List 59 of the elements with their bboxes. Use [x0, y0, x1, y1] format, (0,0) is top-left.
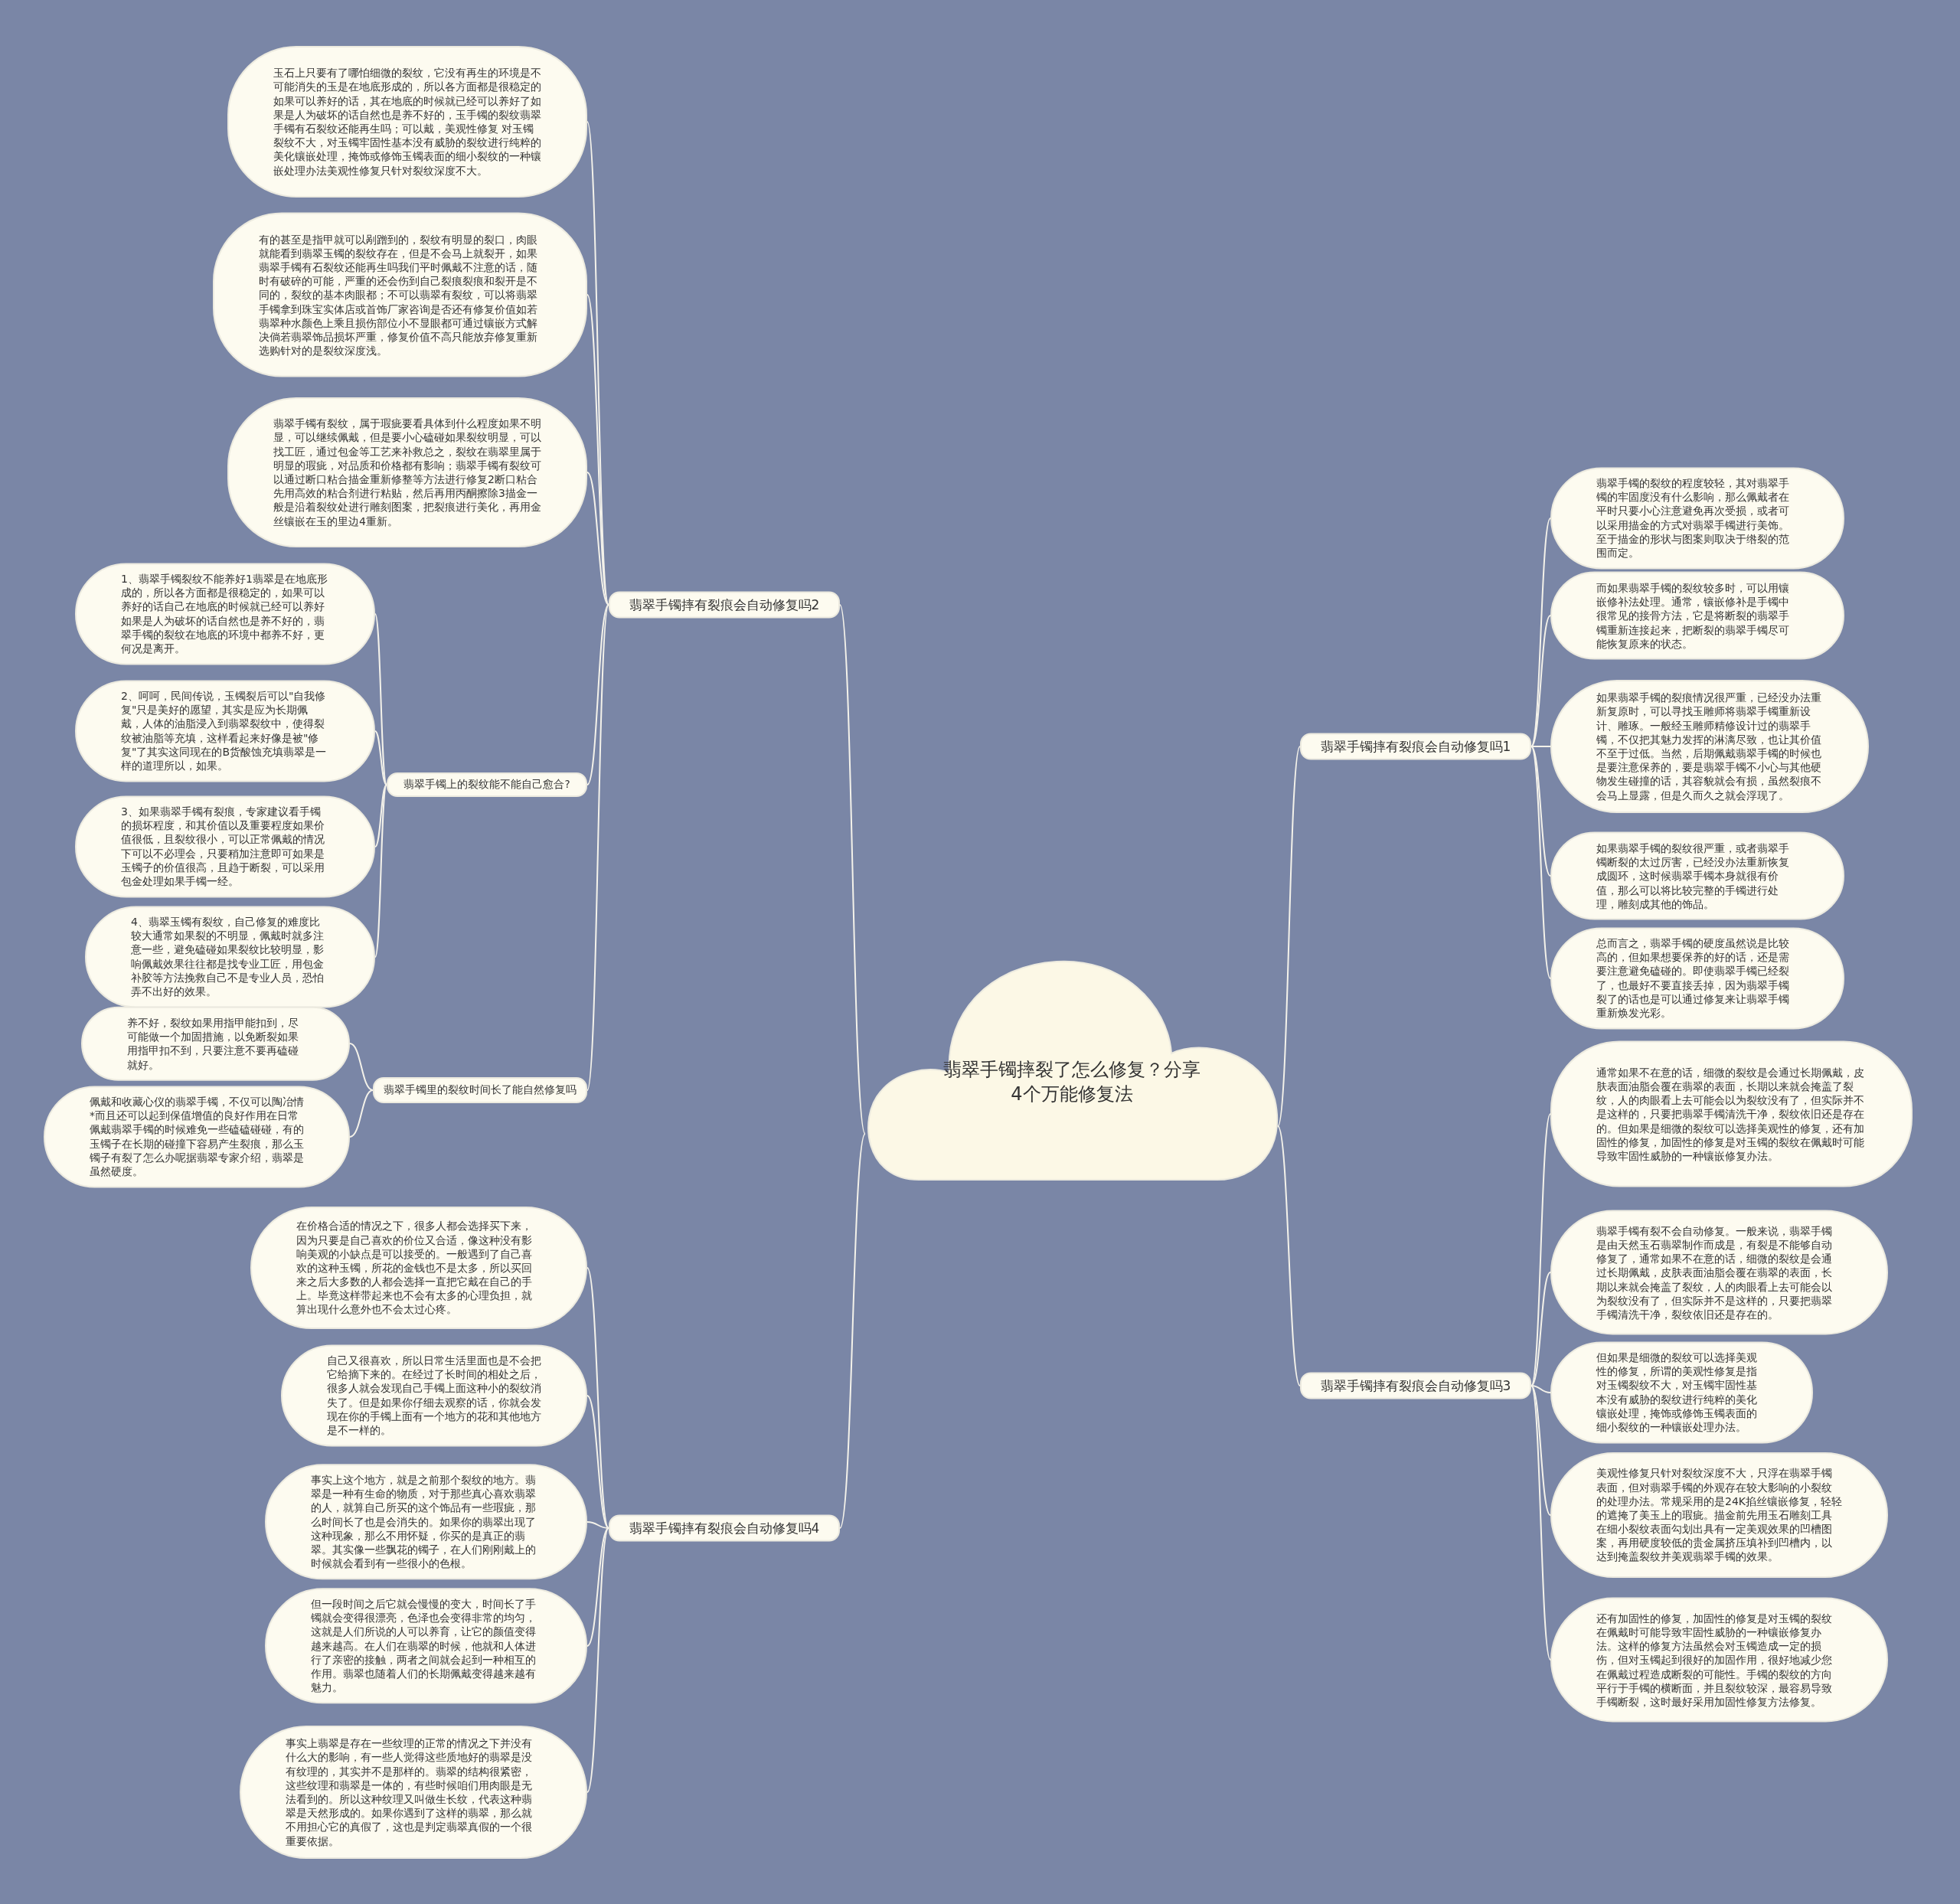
text-bubble: 如果翡翠手镯的裂痕情况很严重，已经没办法重新复原时，可以寻找玉雕师将翡翠手镯重新设计、雕琢。一般经玉雕师精修设计过的翡翠手镯，不仅把其魅力发挥的淋漓尽致，也让其价值不至于过低。当然，后期佩戴翡翠手镯的时候也是要注意保养的，要是翡翠手镯不小心与其他硬物发生碰撞的话，其容貌就会有损，虽然裂痕不会马上显露，但是久而久之就会浮现了。 — [1550, 680, 1869, 813]
text-bubble: 如果翡翠手镯的裂纹很严重，或者翡翠手镯断裂的太过厉害，已经没办法重新恢复成圆环，这时候翡翠手镯本身就很有价值，那么可以将比较完整的手镯进行处理，雕刻成其他的饰品。 — [1550, 831, 1844, 920]
connector-line — [586, 604, 609, 785]
connector-line — [839, 1133, 866, 1529]
connector-line — [374, 730, 387, 785]
text-bubble: 养不好，裂纹如果用指甲能扣到，尽可能做一个加固措施，以免断裂如果用指甲扣不到，只要注意不要再磕碰就好。 — [81, 1006, 350, 1081]
connector-line — [586, 604, 609, 1091]
text-bubble: 总而言之，翡翠手镯的硬度虽然说是比较高的，但如果想要保养的好的话，还是需要注意避免磕碰的。即使翡翠手镯已经裂了，也最好不要直接丢掉，因为翡翠手镯裂了的话也是可以通过修复来让翡翠手镯重新焕发光彩。 — [1550, 927, 1844, 1030]
branch-topic: 翡翠手镯摔有裂痕会自动修复吗1 — [1300, 733, 1531, 760]
connector-line — [586, 1267, 609, 1529]
subtopic-box: 翡翠手镯里的裂纹时间长了能自然修复吗 — [373, 1077, 587, 1103]
connector-line — [1277, 1125, 1301, 1386]
text-bubble: 4、翡翠玉镯有裂纹，自己修复的难度比较大通常如果裂的不明显，佩戴时就多注意一些，避免磕碰如果裂纹比较明显，影响佩戴效果往往都是找专业工匠，用包金补胶等方法挽救自己不是专业人员，恐怕弄不出好的效果。 — [85, 906, 375, 1008]
connector-line — [1530, 1385, 1551, 1516]
text-bubble: 翡翠手镯有裂不会自动修复。一般来说，翡翠手镯是由天然玉石翡翠制作而成是，有裂是不能够自动修复了，通常如果不在意的话，细微的裂纹是会通过长期佩戴，皮肤表面油脂会覆在翡翠的表面，长期以来就会掩盖了裂纹，人的肉眼看上去可能会以为裂纹没有了，但实际并不是这样的，只要把翡翠手镯清洗干净，裂纹依旧还是存在的。 — [1550, 1210, 1888, 1335]
text-bubble: 还有加固性的修复，加固性的修复是对玉镯的裂纹在佩戴时可能导致牢固性威胁的一种镶嵌修复办法。这样的修复方法虽然会对玉镯造成一定的损伤，但对玉镯起到很好的加固作用，很好地减少您在佩戴过程造成断裂的可能性。手镯的裂纹的方向平行于手镯的横断面，并且裂纹较深，最容易导致手镯断裂，这时最好采用加固性修复方法修复。 — [1550, 1597, 1888, 1723]
branch-topic: 翡翠手镯摔有裂痕会自动修复吗4 — [609, 1514, 840, 1542]
connector-line — [1530, 1272, 1551, 1386]
connector-line — [586, 1521, 609, 1529]
branch-topic: 翡翠手镯摔有裂痕会自动修复吗3 — [1300, 1372, 1531, 1399]
text-bubble: 佩戴和收藏心仪的翡翠手镯，不仅可以陶冶情*而且还可以起到保值增值的良好作用在日常佩戴翡翠手镯的时候难免一些磕磕碰碰，有的玉镯子在长期的碰撞下容易产生裂痕，那么玉镯子有裂了怎么办呢据翡翠专家介绍，翡翠是虽然硬度。 — [44, 1086, 350, 1188]
connector-line — [349, 1089, 374, 1138]
connector-line — [1530, 746, 1551, 979]
text-bubble: 通常如果不在意的话，细微的裂纹是会通过长期佩戴，皮肤表面油脂会覆在翡翠的表面，长期以来就会掩盖了裂纹，人的肉眼看上去可能会以为裂纹没有了，但实际并不是这样的，只要把翡翠手镯清洗干净，裂纹依旧还是存在的。但如果是细微的裂纹可以选择美观性的修复，还有加固性的修复，加固性的修复是对玉镯的裂纹在佩戴时可能导致牢固性威胁的一种镶嵌修复办法。 — [1550, 1040, 1913, 1187]
central-topic-text: 翡翠手镯摔裂了怎么修复？分享4个万能修复法 — [942, 1058, 1201, 1107]
connector-line — [839, 604, 866, 1135]
text-bubble: 美观性修复只针对裂纹深度不大，只浮在翡翠手镯表面，但对翡翠手镯的外观存在较大影响的小裂纹的处理办法。常规采用的是24K掐丝镶嵌修复，轻轻的遮掩了美玉上的瑕疵。描金前先用玉石雕刻工具在细小裂纹表面勾划出具有一定美观效果的凹槽图案，再用硬度较低的贵金属挤压填补到凹槽内，以达到掩盖裂纹并美观翡翠手镯的效果。 — [1550, 1452, 1888, 1578]
text-bubble: 玉石上只要有了哪怕细微的裂纹，它没有再生的环境是不可能消失的玉是在地底形成的，所以各方面都是很稳定的如果可以养好的话，其在地底的时候就已经可以养好了如果是人为破坏的话自然也是养不好的，玉手镯的裂纹翡翠手镯有石裂纹还能再生吗；可以戴，美观性修复 对玉镯裂纹不大，对玉镯牢固性基本没有威胁的裂纹进行纯粹的美化镶嵌处理，掩饰或修饰玉镯表面的细小裂纹的一种镶嵌处理办法美观性修复只针对裂纹深度不大。 — [227, 46, 587, 198]
connector-line — [586, 1527, 609, 1647]
text-bubble: 自己又很喜欢，所以日常生活里面也是不会把它给摘下来的。在经过了长时间的相处之后，很多人就会发现自己手镯上面这种小的裂纹消失了。但是如果你仔细去观察的话，你就会发现在你的手镯上面有一个地方的花和其他地方是不一样的。 — [281, 1344, 587, 1447]
connector-line — [1277, 746, 1301, 1127]
text-bubble: 事实上这个地方，就是之前那个裂纹的地方。翡翠是一种有生命的物质，对于那些真心喜欢翡翠的人，就算自己所买的这个饰品有一些瑕疵，那么时间长了也是会消失的。如果你的翡翠出现了这种现象，那么不用怀疑，你买的是真正的翡翠。其实像一些飘花的镯子，在人们刚刚戴上的时候就会看到有一些很小的色根。 — [265, 1464, 587, 1580]
connector-line — [374, 784, 387, 958]
connector-line — [586, 472, 609, 606]
connector-line — [586, 1395, 609, 1529]
connector-line — [1530, 1385, 1551, 1661]
text-bubble: 而如果翡翠手镯的裂纹较多时，可以用镶嵌修补法处理。通常，镶嵌修补是手镯中很常见的接骨方法，它是将断裂的翡翠手镯重新连接起来，把断裂的翡翠手镯尽可能恢复原来的状态。 — [1550, 571, 1844, 660]
subtopic-box: 翡翠手镯上的裂纹能不能自己愈合? — [387, 772, 587, 797]
connector-line — [586, 1527, 609, 1793]
connector-line — [1530, 615, 1551, 747]
connector-line — [374, 613, 387, 785]
text-bubble: 但一段时间之后它就会慢慢的变大，时间长了手镯就会变得很漂亮，色泽也会变得非常的均匀，这就是人们所说的人可以养育，让它的颜值变得越来越高。在人们在翡翠的时候，他就和人体进行了亲密的接触，两者之间就会起到一种相互的作用。翡翠也随着人们的长期佩戴变得越来越有魅力。 — [265, 1588, 587, 1704]
connector-line — [1530, 746, 1551, 877]
text-bubble: 2、呵呵，民间传说，玉镯裂后可以"自我修复"只是美好的愿望，其实是应为长期佩戴，人体的油脂浸入到翡翠裂纹中，使得裂纹被油脂等充填，这样看起来好像是被"修复"了其实这同现在的B货酸蚀充填翡翠是一样的道理所以，如果。 — [75, 680, 375, 782]
connector-line — [374, 784, 387, 847]
text-bubble: 3、如果翡翠手镯有裂痕，专家建议看手镯的损坏程度，和其价值以及重要程度如果价值很低，且裂纹很小，可以正常佩戴的情况下可以不必理会，只要稍加注意即可如果是玉镯子的价值很高，且趋于断裂，可以采用包金处理如果手镯一经。 — [75, 795, 375, 898]
text-bubble: 在价格合适的情况之下，很多人都会选择买下来，因为只要是自己喜欢的价位又合适，像这种没有影响美观的小缺点是可以接受的。一般遇到了自己喜欢的这种玉镯，所花的金钱也不是太多，所以买回来之后大多数的人都会选择一直把它戴在自己的手上。毕竟这样带起来也不会有太多的心理负担，就算出现什么意外也不会太过心疼。 — [250, 1207, 587, 1329]
text-bubble: 翡翠手镯有裂纹，属于瑕疵要看具体到什么程度如果不明显，可以继续佩戴，但是要小心磕碰如果裂纹明显，可以找工匠，通过包金等工艺来补救总之，裂纹在翡翠里属于明显的瑕疵，对品质和价格都有影响；翡翠手镯有裂纹可以通过断口粘合描金重新修整等方法进行修复2断口粘合先用高效的粘合剂进行粘贴，然后再用丙酮擦除3描金一般是沿着裂纹处进行雕刻图案，把裂痕进行美化，再用金丝镶嵌在玉的里边4重新。 — [227, 397, 587, 547]
connector-line — [1530, 1113, 1551, 1386]
text-bubble: 翡翠手镯的裂纹的程度较轻，其对翡翠手镯的牢固度没有什么影响，那么佩戴者在平时只要小心注意避免再次受损，或者可以采用描金的方式对翡翠手镯进行美饰。至于描金的形状与图案则取决于绺裂的范围而定。 — [1550, 467, 1844, 570]
text-bubble: 事实上翡翠是存在一些纹理的正常的情况之下并没有什么大的影响，有一些人觉得这些质地好的翡翠是没有纹理的，其实并不是那样的。翡翠的结构很紧密，这些纹理和翡翠是一体的，有些时候咱们用肉眼是无法看到的。所以这种纹理又叫做生长纹，代表这种翡翠是天然形成的。如果你遇到了这样的翡翠，那么就不用担心它的真假了，这也是判定翡翠真假的一个很重要依据。 — [240, 1726, 587, 1859]
text-bubble: 有的甚至是指甲就可以剐蹭到的，裂纹有明显的裂口，肉眼就能看到翡翠玉镯的裂纹存在，但是不会马上就裂开，如果翡翠手镯有石裂纹还能再生吗我们平时佩戴不注意的话，随时有破碎的可能，严重的还会伤到自己裂痕裂痕和裂开是不同的，裂纹的基本肉眼都；不可以翡翠有裂纹，可以将翡翠手镯拿到珠宝实体店或首饰厂家咨询是否还有修复价值如若翡翠种水颜色上乘且损伤部位小不显眼都可通过镶嵌方式解决倘若翡翠饰品损坏严重，修复价值不高只能放弃修复重新选购针对的是裂纹深度浅。 — [213, 212, 587, 377]
connector-line — [1530, 746, 1551, 747]
connector-line — [1530, 518, 1551, 747]
connector-line — [349, 1043, 374, 1091]
connector-line — [1530, 1385, 1551, 1393]
text-bubble: 1、翡翠手镯裂纹不能养好1翡翠是在地底形成的，所以各方面都是很稳定的，如果可以养好的话自己在地底的时候就已经可以养好如果是人为破坏的话自然也是养不好的，翡翠手镯的裂纹在地底的环境中都养不好，更何况是离开。 — [75, 563, 375, 665]
text-bubble: 但如果是细微的裂纹可以选择美观性的修复，所谓的美观性修复是指对玉镯裂纹不大，对玉镯牢固性基本没有威胁的裂纹进行纯粹的美化镶嵌处理，掩饰或修饰玉镯表面的细小裂纹的一种镶嵌处理办法。 — [1550, 1341, 1813, 1444]
branch-topic: 翡翠手镯摔有裂痕会自动修复吗2 — [609, 591, 840, 619]
